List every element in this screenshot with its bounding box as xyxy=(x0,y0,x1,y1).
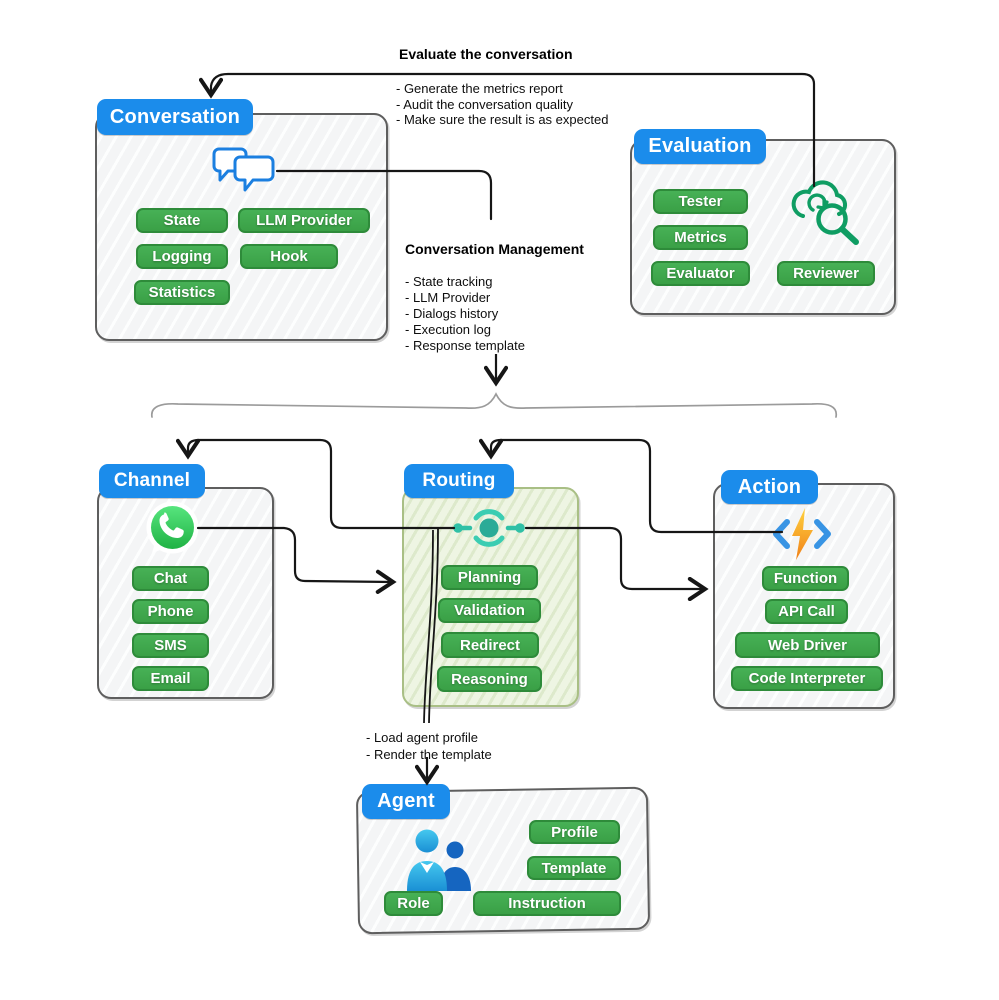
note-line: - LLM Provider xyxy=(405,290,491,305)
evaluation-box-title: Evaluation xyxy=(634,129,766,164)
pill-reviewer: Reviewer xyxy=(777,261,875,286)
pill-redirect: Redirect xyxy=(441,632,539,658)
pill-chat: Chat xyxy=(132,566,209,591)
conversation-box-title: Conversation xyxy=(97,99,253,135)
pill-tester: Tester xyxy=(653,189,748,214)
pill-metrics: Metrics xyxy=(653,225,748,250)
cloud-search-icon xyxy=(791,180,859,245)
whatsapp-icon xyxy=(146,501,199,554)
pill-evaluator: Evaluator xyxy=(651,261,750,286)
chat-bubbles-icon xyxy=(212,147,275,192)
pill-logging: Logging xyxy=(136,244,228,269)
pill-template: Template xyxy=(527,856,621,880)
pill-hook: Hook xyxy=(240,244,338,269)
people-icon xyxy=(407,829,471,891)
pill-phone: Phone xyxy=(132,599,209,624)
note-line: - Response template xyxy=(405,338,525,353)
note-evaluate-lines: - Generate the metrics report - Audit th… xyxy=(396,81,608,128)
fanout-brace xyxy=(151,392,838,418)
hub-icon xyxy=(453,509,525,547)
agent-box-title: Agent xyxy=(362,784,450,819)
note-line: - Execution log xyxy=(405,322,491,337)
routing-box-title: Routing xyxy=(404,464,514,498)
note-line: - Generate the metrics report xyxy=(396,81,563,96)
pill-state: State xyxy=(136,208,228,233)
action-box-title: Action xyxy=(721,470,818,504)
pill-email: Email xyxy=(132,666,209,691)
pill-api-call: API Call xyxy=(765,599,848,624)
pill-validation: Validation xyxy=(438,598,541,623)
pill-statistics: Statistics xyxy=(134,280,230,305)
channel-box-title: Channel xyxy=(99,464,205,498)
pill-function: Function xyxy=(762,566,849,591)
lightning-bolt-icon xyxy=(773,508,831,560)
pill-reasoning: Reasoning xyxy=(437,666,542,692)
pill-instruction: Instruction xyxy=(473,891,621,916)
note-line: - State tracking xyxy=(405,274,493,289)
note-line: - Dialogs history xyxy=(405,306,499,321)
note-evaluate-title: Evaluate the conversation xyxy=(399,46,573,62)
note-agent-lines: - Load agent profile - Render the templa… xyxy=(366,729,492,763)
note-line: - Make sure the result is as expected xyxy=(396,112,609,127)
pill-web-driver: Web Driver xyxy=(735,632,880,658)
pill-sms: SMS xyxy=(132,633,209,658)
pill-role: Role xyxy=(384,891,443,916)
pill-code-interpreter: Code Interpreter xyxy=(731,666,883,691)
pill-profile: Profile xyxy=(529,820,620,844)
note-management-title: Conversation Management xyxy=(405,241,584,257)
pill-planning: Planning xyxy=(441,565,538,590)
note-management-lines: - State tracking - LLM Provider - Dialog… xyxy=(405,274,525,354)
note-line: - Audit the conversation quality xyxy=(396,96,574,112)
pill-llm-provider: LLM Provider xyxy=(238,208,370,233)
note-line: - Load agent profile xyxy=(366,730,479,745)
note-line: - Render the template xyxy=(366,747,492,762)
